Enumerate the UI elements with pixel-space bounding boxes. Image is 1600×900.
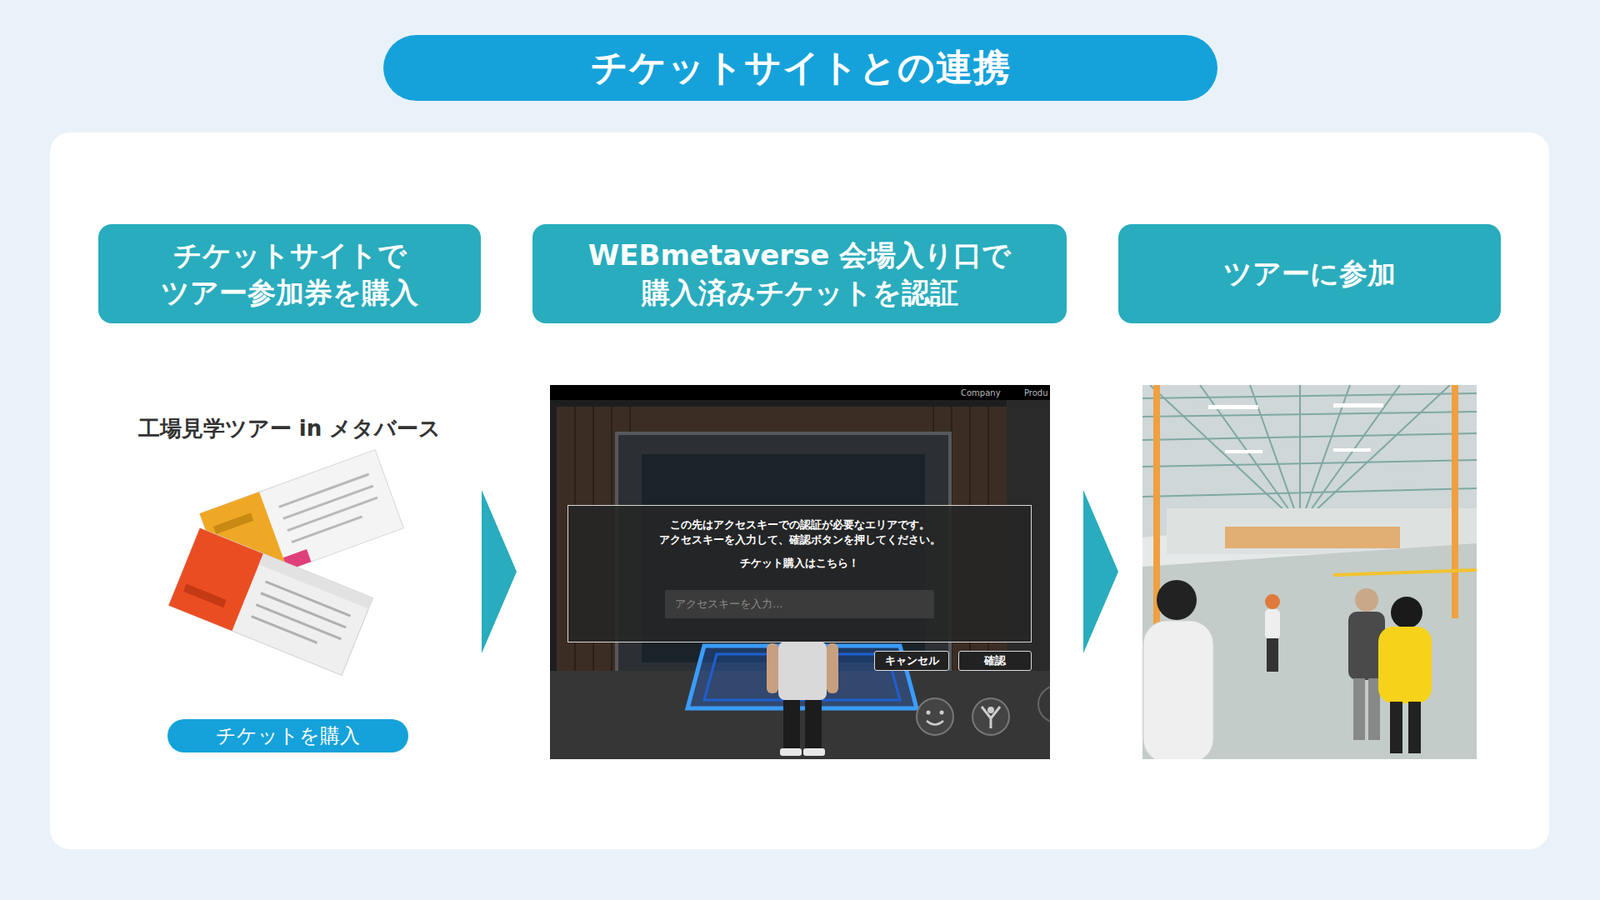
avatar-arm xyxy=(766,643,779,694)
node-text: チケット購入はこちら！ xyxy=(740,555,860,571)
flow-chevron xyxy=(481,490,517,654)
person-head xyxy=(1355,588,1379,612)
ticket-lines xyxy=(251,581,351,651)
gesture-icon xyxy=(981,706,1000,729)
ticket-line xyxy=(265,581,351,616)
emote-eye xyxy=(940,710,945,715)
emote-mouth xyxy=(926,720,944,725)
emote-button xyxy=(916,698,954,735)
light xyxy=(1333,403,1384,408)
person-body xyxy=(1143,620,1214,760)
truss xyxy=(1300,385,1450,525)
ticket-line xyxy=(287,497,378,530)
person-head xyxy=(1156,580,1197,620)
auth-dialog: この先はアクセスキーでの認証が必要なエリアです。 アクセスキーを入力して、確認ボ… xyxy=(567,505,1032,643)
truss xyxy=(1142,460,1477,467)
node-text: ツアーに参加 xyxy=(1223,255,1396,292)
truss xyxy=(1142,433,1477,440)
node-text: 確認 xyxy=(984,653,1006,669)
ticket-line xyxy=(255,605,341,640)
node-text: チケットを購入 xyxy=(215,722,360,750)
node-text: WEBmetaverse 会場入り口で 購入済みチケットを認証 xyxy=(550,236,1049,310)
person-head xyxy=(1390,596,1423,629)
ticket-line xyxy=(291,516,363,543)
factory-scene xyxy=(1142,385,1477,760)
person-body xyxy=(1265,609,1280,640)
orange-column xyxy=(1451,385,1459,619)
avatar-arm xyxy=(826,643,839,694)
person-leg xyxy=(1368,678,1380,740)
truss xyxy=(1300,385,1400,525)
truss xyxy=(1200,385,1300,525)
step-box: チケットサイトで ツアー参加券を購入 xyxy=(98,224,481,324)
buy-button: チケットを購入 xyxy=(167,719,409,753)
menu-item: Company xyxy=(960,388,1020,398)
truss xyxy=(1142,411,1477,417)
ticket-line xyxy=(283,485,374,519)
truss xyxy=(1142,488,1477,497)
cancel-button: キャンセル xyxy=(874,650,950,671)
gesture-button xyxy=(972,698,1010,735)
ticket-body xyxy=(168,528,373,676)
ticket-line xyxy=(279,474,370,507)
avatar-shoe xyxy=(803,748,825,756)
node-text: アクセスキーを入力... xyxy=(675,596,783,612)
ticket-front xyxy=(168,528,373,676)
light xyxy=(1208,405,1259,410)
person-leg xyxy=(1353,678,1365,740)
node-text: チケットサイトで ツアー参加券を購入 xyxy=(116,236,463,310)
node-text: キャンセル xyxy=(885,653,940,669)
ceiling-lights xyxy=(1208,403,1384,454)
avatar-leg xyxy=(805,700,822,752)
ticket-bar xyxy=(183,583,227,608)
person-leg xyxy=(1390,701,1403,754)
person-legs xyxy=(1266,638,1279,672)
step-box: WEBmetaverse 会場入り口で 購入済みチケットを認証 xyxy=(532,224,1067,324)
avatar-shirt xyxy=(778,641,827,700)
node-text: この先はアクセスキーでの認証が必要なエリアです。 アクセスキーを入力して、確認ボ… xyxy=(620,517,980,548)
step-box: ツアーに参加 xyxy=(1118,224,1501,324)
light xyxy=(1225,450,1263,454)
ticket-line xyxy=(251,616,318,644)
avatar-shoe xyxy=(780,748,802,756)
gesture-head xyxy=(987,706,995,714)
flow-chevron xyxy=(1083,490,1119,654)
person-head xyxy=(1265,594,1280,610)
title-pill: チケットサイトとの連携 xyxy=(383,35,1218,101)
menu-item: Produ xyxy=(1024,388,1050,398)
emote-eye xyxy=(926,710,931,715)
access-key-input: アクセスキーを入力... xyxy=(665,590,935,619)
ticket-stub xyxy=(168,528,263,631)
edge-button xyxy=(1038,685,1050,723)
truss xyxy=(1142,393,1477,399)
ticket-lines xyxy=(279,474,382,543)
top-bar xyxy=(550,385,1050,400)
ticket-bar xyxy=(213,512,255,535)
person-leg xyxy=(1408,701,1421,754)
confirm-button: 確認 xyxy=(958,650,1032,671)
white-panel xyxy=(50,132,1550,850)
person-body xyxy=(1378,626,1432,704)
ticket-line xyxy=(260,593,346,628)
scene-ground xyxy=(550,385,1050,760)
light xyxy=(1333,448,1371,452)
metaverse-screenshot xyxy=(550,385,1050,760)
tour-name: 工場見学ツアー in メタバース xyxy=(98,414,481,444)
avatar-leg xyxy=(783,700,800,752)
roof-truss xyxy=(1142,385,1477,525)
railing xyxy=(1333,570,1477,575)
truss xyxy=(1299,385,1301,525)
truss xyxy=(1150,385,1300,525)
machinery xyxy=(1225,526,1400,549)
